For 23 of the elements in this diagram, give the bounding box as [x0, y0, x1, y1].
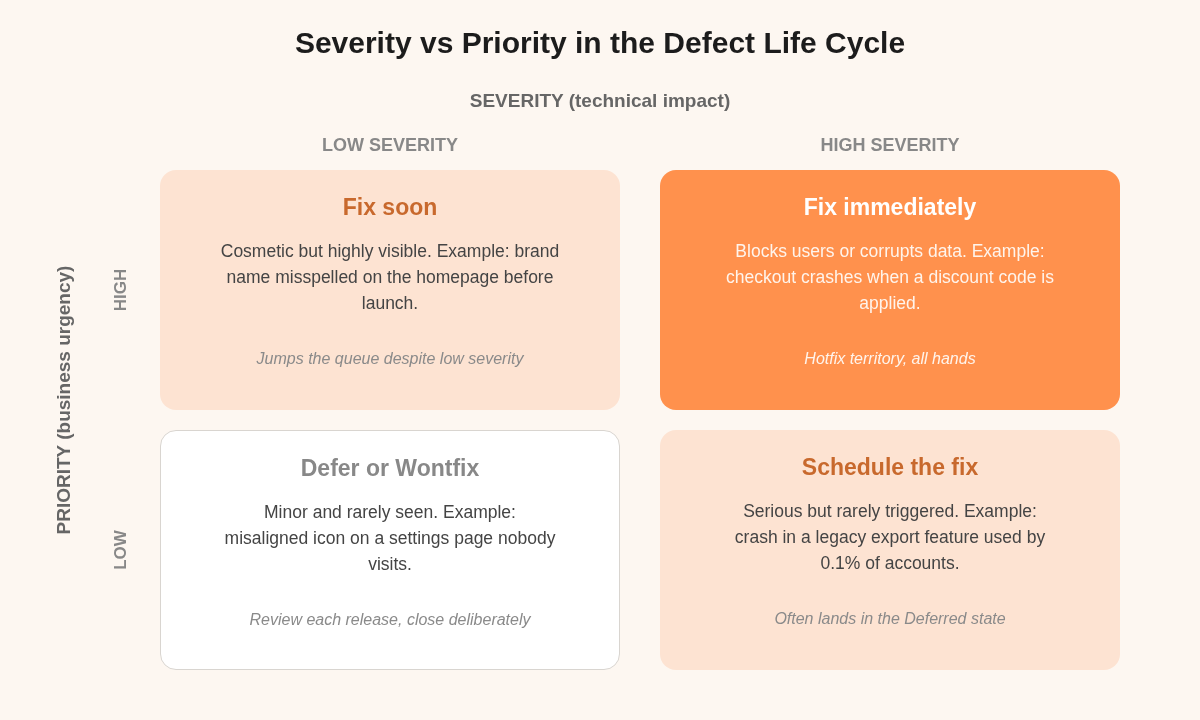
quadrant-description: Cosmetic but highly visible. Example: brand name misspelled on the homepage before launch.	[220, 240, 560, 315]
quadrant-heading: Schedule the fix	[800, 454, 980, 481]
quadrant-note: Review each release, close deliberately	[248, 611, 532, 629]
quadrant-card	[660, 430, 1120, 670]
diagram-title: Severity vs Priority in the Defect Life Cycle	[293, 26, 907, 60]
quadrant-card	[660, 170, 1120, 410]
quadrant-description: Serious but rarely triggered. Example: crash in a legacy export feature used by 0.1% of accounts.	[733, 500, 1047, 575]
quadrant-note: Jumps the queue despite low severity	[255, 350, 525, 368]
column-header: HIGH SEVERITY	[820, 134, 960, 156]
column-header: LOW SEVERITY	[322, 134, 458, 156]
quadrant-note: Often lands in the Deferred state	[773, 610, 1007, 628]
quadrant-description: Minor and rarely seen. Example: misaligned icon on a settings page nobody visits.	[223, 501, 557, 576]
axis-title: PRIORITY (business urgency)	[53, 265, 75, 535]
quadrant-heading: Fix soon	[341, 194, 439, 221]
quadrant-heading: Defer or Wontfix	[299, 455, 481, 482]
quadrant-description: Blocks users or corrupts data. Example: checkout crashes when a discount code is applied.	[725, 240, 1055, 315]
row-header: HIGH	[111, 268, 131, 312]
axis-title: SEVERITY (technical impact)	[469, 90, 731, 112]
quadrant-heading: Fix immediately	[802, 194, 978, 221]
quadrant-card	[160, 170, 620, 410]
quadrant-note: Hotfix territory, all hands	[803, 350, 977, 368]
row-header: LOW	[111, 530, 131, 570]
quadrant-card	[160, 430, 620, 670]
